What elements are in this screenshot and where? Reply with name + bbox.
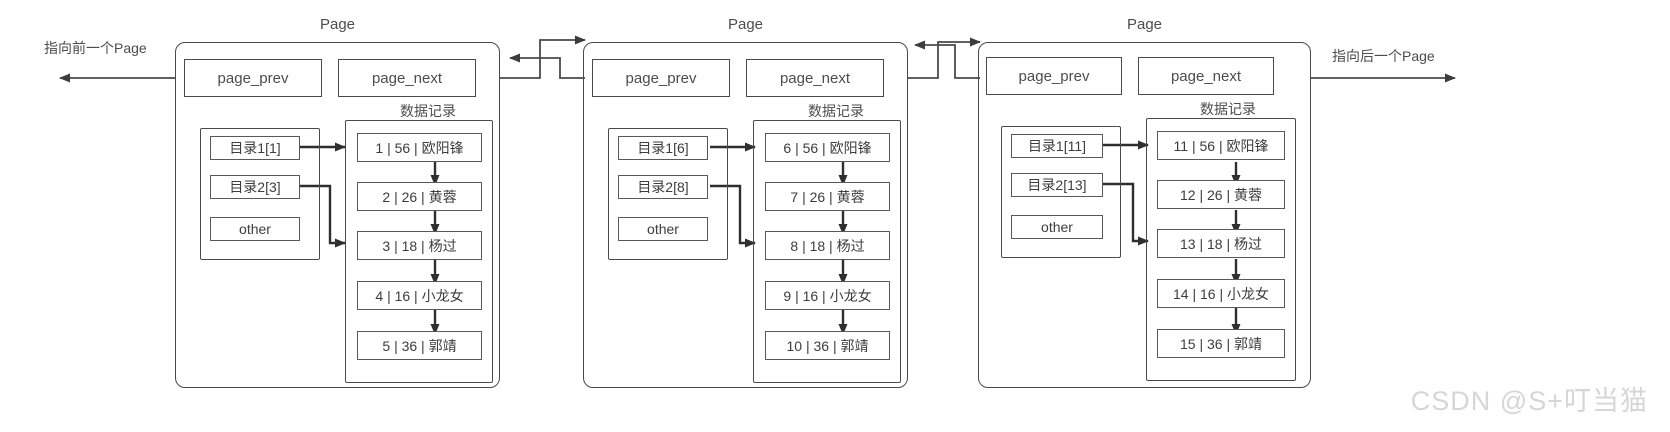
page-prev-field[interactable]: page_prev xyxy=(986,57,1122,95)
directory-entry-1[interactable]: 目录1[6] xyxy=(618,136,708,160)
directory-entry-other[interactable]: other xyxy=(1011,215,1103,239)
page-prev-field[interactable]: page_prev xyxy=(592,59,730,97)
record-row[interactable]: 12 | 26 | 黄蓉 xyxy=(1157,180,1285,209)
record-row[interactable]: 11 | 56 | 欧阳锋 xyxy=(1157,131,1285,160)
records-container xyxy=(753,120,901,383)
page-prev-field[interactable]: page_prev xyxy=(184,59,322,97)
record-row[interactable]: 15 | 36 | 郭靖 xyxy=(1157,329,1285,358)
records-title: 数据记录 xyxy=(1200,101,1256,117)
record-row[interactable]: 10 | 36 | 郭靖 xyxy=(765,331,890,360)
record-row[interactable]: 4 | 16 | 小龙女 xyxy=(357,281,482,310)
page-boundary xyxy=(978,42,1311,388)
page-boundary xyxy=(175,42,500,388)
page-title: Page xyxy=(1126,16,1163,33)
record-row[interactable]: 9 | 16 | 小龙女 xyxy=(765,281,890,310)
watermark: CSDN @S+叮当猫 xyxy=(1410,386,1648,416)
record-row[interactable]: 14 | 16 | 小龙女 xyxy=(1157,279,1285,308)
directory-container xyxy=(608,128,728,260)
page-boundary xyxy=(583,42,908,388)
record-row[interactable]: 6 | 56 | 欧阳锋 xyxy=(765,133,890,162)
record-row[interactable]: 13 | 18 | 杨过 xyxy=(1157,229,1285,258)
directory-entry-other[interactable]: other xyxy=(210,217,300,241)
records-title: 数据记录 xyxy=(808,103,864,119)
page-title: Page xyxy=(319,16,356,33)
edge-label-prev: 指向前一个Page xyxy=(44,40,147,56)
directory-container xyxy=(200,128,320,260)
edge-label-next: 指向后一个Page xyxy=(1332,48,1435,64)
page-next-field[interactable]: page_next xyxy=(338,59,476,97)
record-row[interactable]: 2 | 26 | 黄蓉 xyxy=(357,182,482,211)
page-title: Page xyxy=(727,16,764,33)
directory-entry-2[interactable]: 目录2[13] xyxy=(1011,173,1103,197)
record-row[interactable]: 5 | 36 | 郭靖 xyxy=(357,331,482,360)
record-row[interactable]: 8 | 18 | 杨过 xyxy=(765,231,890,260)
records-container xyxy=(1146,118,1296,381)
directory-entry-1[interactable]: 目录1[1] xyxy=(210,136,300,160)
page-next-field[interactable]: page_next xyxy=(746,59,884,97)
record-row[interactable]: 7 | 26 | 黄蓉 xyxy=(765,182,890,211)
directory-container xyxy=(1001,126,1121,258)
records-title: 数据记录 xyxy=(400,103,456,119)
directory-entry-other[interactable]: other xyxy=(618,217,708,241)
record-row[interactable]: 1 | 56 | 欧阳锋 xyxy=(357,133,482,162)
directory-entry-2[interactable]: 目录2[3] xyxy=(210,175,300,199)
records-container xyxy=(345,120,493,383)
page-next-field[interactable]: page_next xyxy=(1138,57,1274,95)
directory-entry-1[interactable]: 目录1[11] xyxy=(1011,134,1103,158)
directory-entry-2[interactable]: 目录2[8] xyxy=(618,175,708,199)
record-row[interactable]: 3 | 18 | 杨过 xyxy=(357,231,482,260)
